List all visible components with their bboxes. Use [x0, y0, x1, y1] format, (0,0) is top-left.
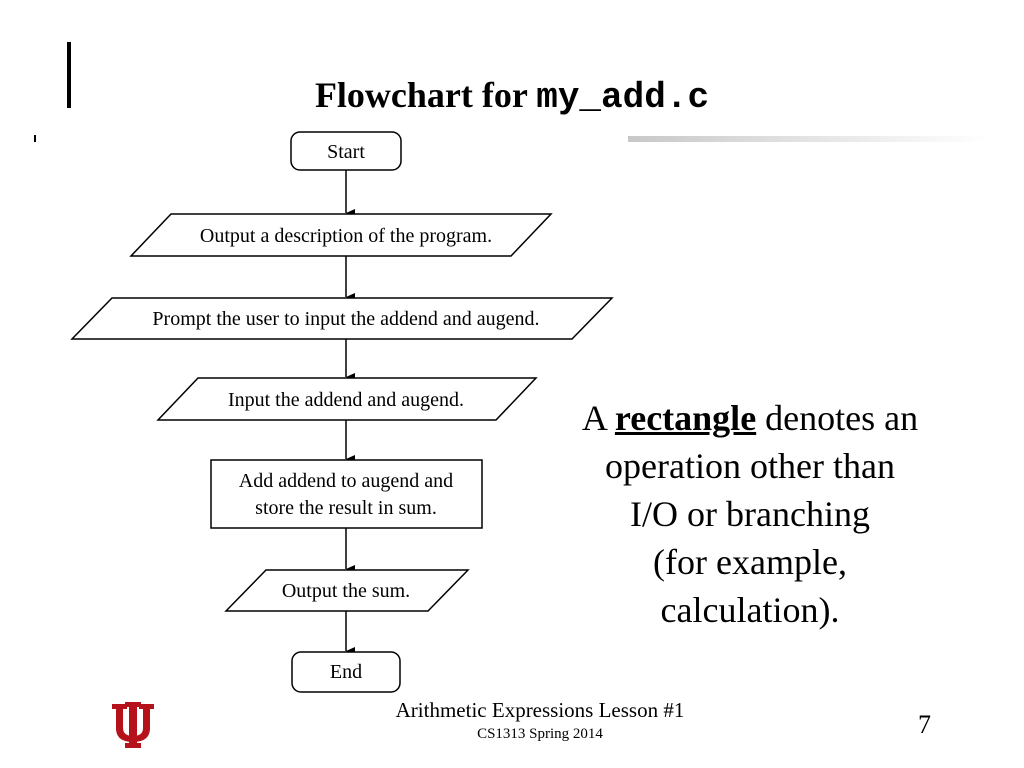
end-label: End — [330, 661, 362, 683]
end-terminal — [291, 651, 401, 693]
step-label: Input the addend and augend. — [228, 389, 464, 411]
process-label-line: store the result in sum. — [255, 497, 437, 519]
title-code: my_add.c — [536, 77, 710, 118]
explanation-lead: A — [581, 398, 615, 438]
io-output-description — [129, 213, 553, 257]
university-logo-icon — [112, 702, 154, 748]
io-input-values — [156, 377, 538, 421]
footer-course: CS1313 Spring 2014 — [477, 726, 603, 742]
explanation-line: I/O or branching — [630, 494, 870, 534]
step-label: Prompt the user to input the addend and … — [152, 308, 539, 330]
page-number: 7 — [918, 710, 931, 739]
start-terminal — [290, 131, 402, 171]
process-rectangle — [210, 459, 483, 529]
explanation-text: A rectangle denotes an operation other t… — [548, 394, 952, 634]
decorative-tick-mark — [34, 135, 36, 142]
explanation-line: calculation). — [660, 590, 840, 630]
title-prefix: Flowchart for — [314, 75, 537, 115]
explanation-line1-rest: denotes an — [756, 398, 919, 438]
footer: Arithmetic Expressions Lesson #1 CS1313 … — [330, 698, 750, 744]
footer-lesson: Arithmetic Expressions Lesson #1 — [395, 698, 685, 722]
decorative-gradient-rule — [628, 136, 988, 142]
decorative-vertical-bar — [67, 42, 71, 108]
start-label: Start — [327, 141, 365, 163]
output-sum-label: Output the sum. — [282, 580, 410, 602]
explanation-keyword: rectangle — [614, 398, 757, 438]
slide-title: Flowchart for my_add.c — [0, 74, 1024, 118]
process-label-line: Add addend to augend and — [239, 470, 453, 492]
io-prompt-user — [70, 297, 614, 340]
explanation-line: (for example, — [653, 542, 847, 582]
explanation-line: A rectangle denotes an — [548, 394, 952, 442]
io-output-sum — [224, 569, 470, 612]
explanation-line: operation other than — [605, 446, 895, 486]
step-label: Output a description of the program. — [200, 225, 492, 247]
